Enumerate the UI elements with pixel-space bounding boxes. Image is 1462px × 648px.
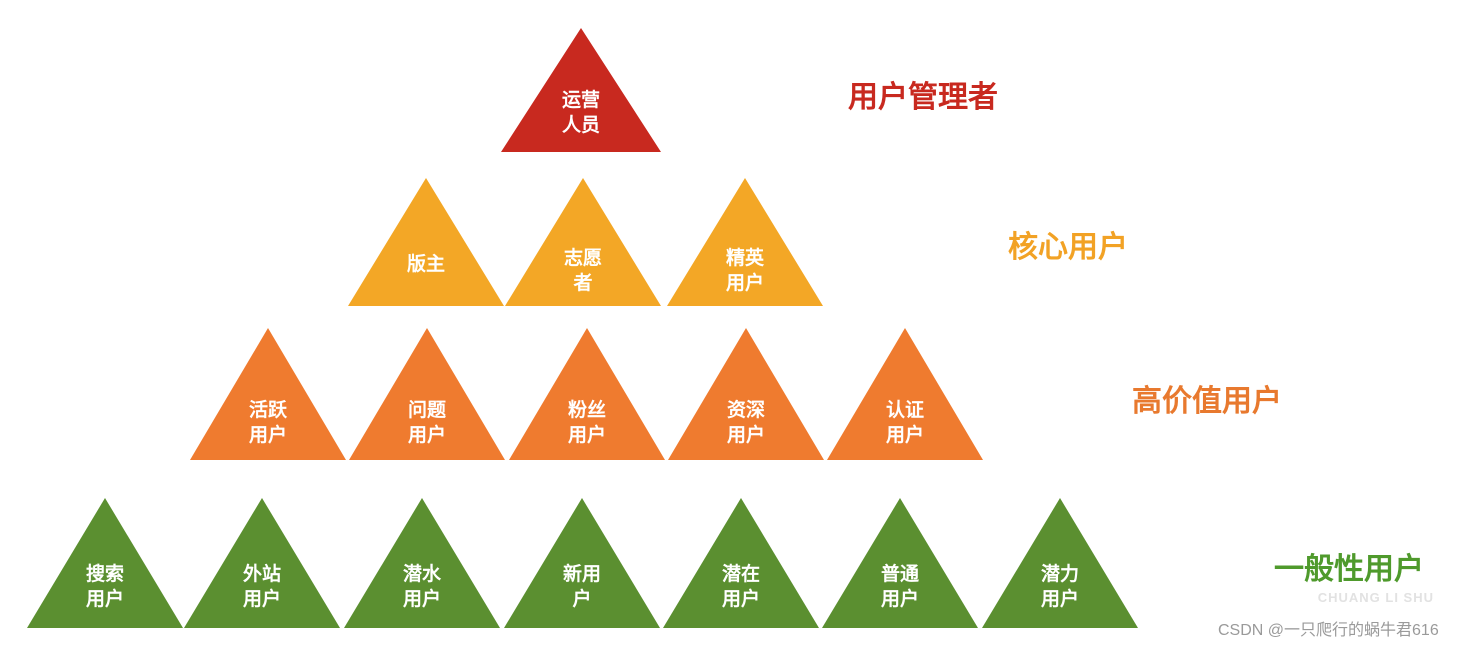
watermark: CHUANG LI SHU CSDN @一只爬行的蜗牛君616	[1218, 590, 1448, 640]
triangle-label: 潜在 用户	[721, 563, 760, 610]
tier-4-triangle-5: 潜在 用户	[663, 498, 819, 628]
watermark-text: CSDN @一只爬行的蜗牛君616	[1218, 622, 1439, 639]
triangle-shape	[348, 178, 504, 306]
triangle-label: 普通 用户	[880, 563, 919, 610]
tier-3-label: 高价值用户	[1132, 384, 1282, 419]
tier-4-triangle-1: 搜索 用户	[27, 498, 183, 628]
tier-4-triangle-7: 潜力 用户	[982, 498, 1138, 628]
tier-4-triangle-3: 潜水 用户	[344, 498, 500, 628]
triangle-label: 活跃 用户	[248, 399, 287, 446]
tier-3-triangle-4: 资深 用户	[668, 328, 824, 460]
tier-4-triangle-4: 新用 户	[504, 498, 660, 628]
triangle-label: 志愿 者	[563, 247, 602, 294]
triangle-label: 运营 人员	[561, 89, 600, 136]
tier-2-label: 核心用户	[1008, 230, 1128, 265]
tier-3-triangle-5: 认证 用户	[827, 328, 983, 460]
tier-2-triangle-1: 版主	[348, 178, 504, 306]
tier-1-label: 用户管理者	[848, 80, 998, 115]
triangle-label: 资深 用户	[726, 399, 765, 446]
tier-4-label: 一般性用户	[1274, 552, 1424, 587]
tier-4-triangle-6: 普通 用户	[822, 498, 978, 628]
triangle-label: 问题 用户	[407, 399, 446, 446]
tier-3-triangle-1: 活跃 用户	[190, 328, 346, 460]
triangle-label: 认证 用户	[885, 399, 924, 446]
tier-1-triangle-1: 运营 人员	[501, 28, 661, 152]
tier-4-triangle-2: 外站 用户	[184, 498, 340, 628]
triangle-label: 搜索 用户	[85, 563, 124, 610]
triangle-label: 精英 用户	[725, 247, 764, 294]
triangle-label: 版主	[406, 253, 445, 275]
tier-2-triangle-2: 志愿 者	[505, 178, 661, 306]
tier-2-triangle-3: 精英 用户	[667, 178, 823, 306]
triangle-label: 潜力 用户	[1040, 563, 1079, 610]
tier-3-triangle-2: 问题 用户	[349, 328, 505, 460]
triangle-label: 外站 用户	[242, 563, 281, 610]
triangle-label: 潜水 用户	[402, 563, 441, 610]
watermark-logo-text: CHUANG LI SHU	[1317, 590, 1434, 605]
triangle-label: 新用 户	[562, 563, 601, 610]
tier-3-triangle-3: 粉丝 用户	[509, 328, 665, 460]
triangle-label: 粉丝 用户	[567, 399, 606, 446]
